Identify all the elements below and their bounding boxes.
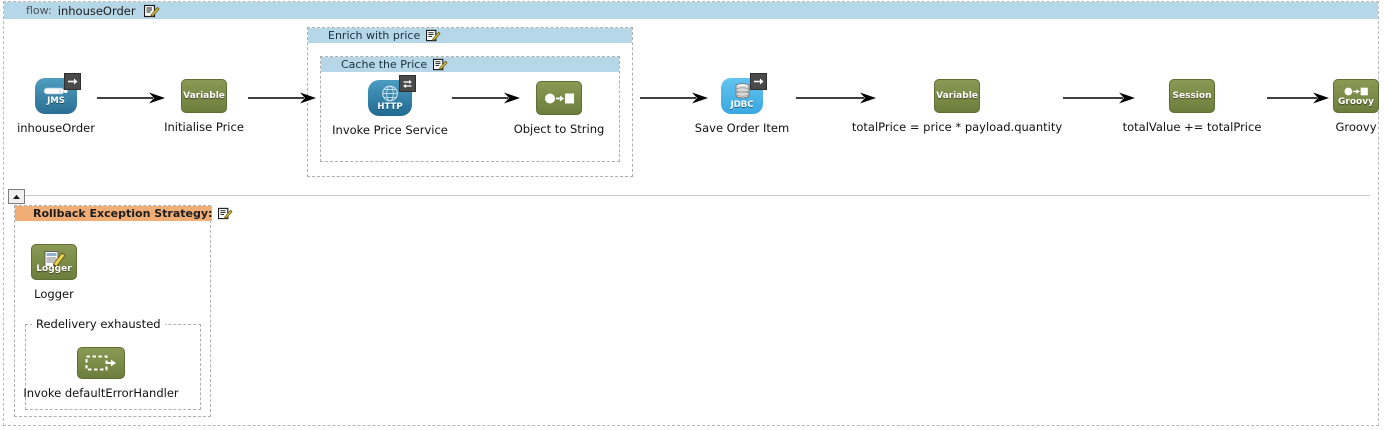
- node-logger[interactable]: Logger Logger: [31, 244, 77, 301]
- node-caption: Initialise Price: [164, 120, 244, 134]
- collapse-up-button[interactable]: [8, 189, 25, 204]
- node-caption: Groovy: [1335, 120, 1377, 134]
- invoke-flow-glyph: [85, 355, 116, 371]
- jms-icon-text: JMS: [47, 96, 65, 107]
- session-variable-icon[interactable]: Session: [1169, 79, 1215, 113]
- edit-pencil-icon[interactable]: [433, 58, 448, 71]
- exception-strategy-label: Rollback Exception Strategy:: [33, 207, 213, 220]
- flow-header-bar[interactable]: flow: inhouseOrder: [4, 2, 1378, 19]
- session-icon-text: Session: [1172, 90, 1212, 101]
- node-caption: Logger: [34, 287, 74, 301]
- edit-pencil-icon[interactable]: [426, 29, 441, 42]
- logger-icon-text: Logger: [36, 264, 72, 274]
- rollback-exception-strategy-container[interactable]: Rollback Exception Strategy:: [14, 205, 234, 417]
- connector-arrow: [452, 92, 520, 104]
- connector-arrow: [97, 92, 165, 104]
- redelivery-exhausted-label: Redelivery exhausted: [32, 317, 165, 331]
- connector-arrow: [1267, 92, 1329, 104]
- node-caption: inhouseOrder: [17, 121, 95, 135]
- scope-enrich-title[interactable]: Enrich with price: [308, 28, 632, 43]
- node-invoke-price-service[interactable]: HTTP Invoke Price Service: [332, 75, 448, 137]
- redelivery-exhausted-group[interactable]: Redelivery exhausted Invoke defaultError…: [23, 317, 201, 410]
- outbound-arrow-badge: [750, 73, 767, 90]
- flow-name: inhouseOrder: [57, 3, 136, 18]
- scope-enrich-label: Enrich with price: [328, 29, 421, 42]
- object-to-string-glyph: [545, 93, 574, 103]
- inbound-arrow-badge: [64, 73, 81, 90]
- jms-connector-icon[interactable]: JMS: [35, 73, 81, 114]
- edit-pencil-icon[interactable]: [143, 4, 160, 18]
- globe-glyph: [382, 85, 398, 102]
- node-caption: Invoke defaultErrorHandler: [23, 386, 179, 400]
- node-total-price[interactable]: Variable totalPrice = price * payload.qu…: [852, 79, 1062, 134]
- flow-container: [3, 1, 1379, 426]
- http-icon-text: HTTP: [377, 101, 403, 112]
- section-divider: [12, 195, 1370, 196]
- connector-arrow: [248, 92, 316, 104]
- flow-label: flow:: [26, 4, 52, 17]
- node-caption: Save Order Item: [694, 121, 790, 135]
- groovy-transformer-icon[interactable]: Groovy: [1333, 79, 1379, 113]
- jms-message-glyph: [43, 87, 68, 95]
- edit-pencil-icon[interactable]: [218, 207, 234, 220]
- logger-document-pencil-glyph: [44, 251, 66, 268]
- node-save-order-item[interactable]: JDBC Save Order Item: [695, 73, 789, 135]
- logger-icon[interactable]: Logger: [31, 244, 77, 280]
- node-caption: totalPrice = price * payload.quantity: [851, 120, 1063, 134]
- connector-arrow: [640, 92, 708, 104]
- node-total-value[interactable]: Session totalValue += totalPrice: [1123, 79, 1261, 134]
- jdbc-icon-text: JDBC: [730, 99, 754, 110]
- variable-icon-text: Variable: [183, 90, 225, 101]
- jdbc-connector-icon[interactable]: JDBC: [721, 73, 767, 114]
- node-inhouse-order[interactable]: JMS inhouseOrder: [17, 73, 95, 135]
- scope-cache-title[interactable]: Cache the Price: [321, 57, 619, 72]
- node-caption: Object to String: [513, 122, 605, 136]
- groovy-icon-text: Groovy: [1338, 96, 1374, 107]
- node-initialise-price[interactable]: Variable Initialise Price: [164, 79, 244, 134]
- node-groovy[interactable]: Groovy Groovy: [1333, 79, 1379, 134]
- node-invoke-default-error-handler[interactable]: Invoke defaultErrorHandler: [23, 347, 179, 400]
- exception-strategy-title-bar[interactable]: Rollback Exception Strategy:: [15, 206, 234, 221]
- transformer-icon[interactable]: [536, 81, 582, 115]
- invoke-flow-icon[interactable]: [77, 347, 125, 379]
- variable-icon[interactable]: Variable: [934, 79, 980, 113]
- connector-arrow: [796, 92, 876, 104]
- connector-arrow: [1063, 92, 1135, 104]
- variable-icon[interactable]: Variable: [181, 79, 227, 113]
- node-caption: totalValue += totalPrice: [1122, 120, 1262, 134]
- node-caption: Invoke Price Service: [332, 123, 448, 137]
- request-response-badge: [399, 75, 416, 92]
- database-glyph: [735, 82, 749, 99]
- http-connector-icon[interactable]: HTTP: [368, 75, 416, 116]
- scope-cache-label: Cache the Price: [341, 58, 428, 71]
- node-object-to-string[interactable]: Object to String: [514, 81, 604, 136]
- variable-icon-text: Variable: [936, 90, 978, 101]
- object-transform-glyph: [1344, 87, 1368, 95]
